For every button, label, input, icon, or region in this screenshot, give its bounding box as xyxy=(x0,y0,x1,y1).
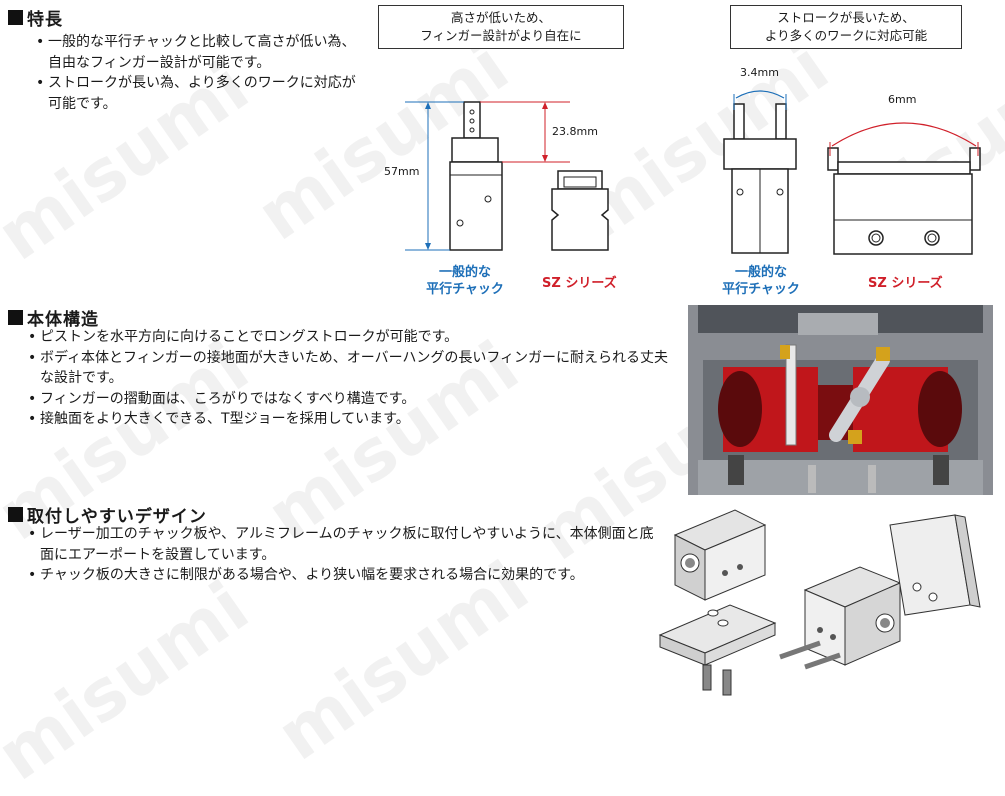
list-item: 接触面をより大きくできる、T型ジョーを採用しています。 xyxy=(26,409,676,430)
cross-section-illustration xyxy=(688,305,993,495)
height-comparison-callout: 高さが低いため、 フィンガー設計がより自在に xyxy=(378,5,624,49)
dim-57mm-label: 57mm xyxy=(384,165,420,178)
finger-shape xyxy=(463,101,481,139)
caption-line: 一般的な xyxy=(734,265,787,280)
square-bullet-icon xyxy=(8,310,23,325)
stroke-comparison-callout: ストロークが長いため、 より多くのワークに対応可能 xyxy=(730,5,962,49)
list-item: ボディ本体とフィンガーの接地面が大きいため、オーバーハングの長いフィンガーに耐え… xyxy=(26,348,676,389)
gripper-body-general xyxy=(449,161,503,251)
height-comparison-diagram xyxy=(405,101,609,251)
list-item: レーザー加工のチャック板や、アルミフレームのチャック板に取付しやすいように、本体… xyxy=(26,524,666,565)
callout-line: 高さが低いため、 xyxy=(450,10,551,25)
stroke-comparison-diagram xyxy=(723,90,981,255)
caption-line: 一般的な xyxy=(438,265,491,280)
structure-heading: 本体構造 xyxy=(8,305,99,330)
list-item: フィンガーの摺動面は、ころがりではなくすべり構造です。 xyxy=(26,389,676,410)
structure-title: 本体構造 xyxy=(27,310,99,330)
caption-general-chuck-right: 一般的な 平行チャック xyxy=(706,264,816,298)
gripper-body-sz xyxy=(551,188,609,251)
caption-line: 平行チャック xyxy=(722,282,800,297)
mounting-illustration xyxy=(658,509,981,696)
mounting-list: レーザー加工のチャック板や、アルミフレームのチャック板に取付しやすいように、本体… xyxy=(26,524,666,586)
gripper-body-sz xyxy=(833,173,973,255)
dim-6mm-label: 6mm xyxy=(888,93,917,106)
dim-3-4mm-label: 3.4mm xyxy=(740,66,779,79)
features-title: 特長 xyxy=(27,10,63,30)
square-bullet-icon xyxy=(8,507,23,522)
caption-sz-series-left: SZ シリーズ xyxy=(542,276,617,291)
callout-line: ストロークが長いため、 xyxy=(777,10,915,25)
list-item: チャック板の大きさに制限がある場合や、より狭い幅を要求される場合に効果的です。 xyxy=(26,565,666,586)
caption-general-chuck-left: 一般的な 平行チャック xyxy=(410,264,520,298)
list-item: ストロークが長い為、より多くのワークに対応が可能です。 xyxy=(34,73,364,114)
list-item: 一般的な平行チャックと比較して高さが低い為、自由なフィンガー設計が可能です。 xyxy=(34,32,364,73)
watermark: misumi xyxy=(0,565,264,796)
list-item: ピストンを水平方向に向けることでロングストロークが可能です。 xyxy=(26,327,676,348)
callout-line: フィンガー設計がより自在に xyxy=(420,28,582,43)
caption-sz-series-right: SZ シリーズ xyxy=(868,276,943,291)
callout-line: より多くのワークに対応可能 xyxy=(764,28,928,43)
mounting-heading: 取付しやすいデザイン xyxy=(8,502,207,527)
features-list: 一般的な平行チャックと比較して高さが低い為、自由なフィンガー設計が可能です。 ス… xyxy=(34,32,364,114)
dim-23-8mm-label: 23.8mm xyxy=(552,125,598,138)
square-bullet-icon xyxy=(8,10,23,25)
features-heading: 特長 xyxy=(8,5,63,30)
caption-line: 平行チャック xyxy=(426,282,504,297)
structure-list: ピストンを水平方向に向けることでロングストロークが可能です。 ボディ本体とフィン… xyxy=(26,327,676,430)
mounting-title: 取付しやすいデザイン xyxy=(27,507,207,527)
